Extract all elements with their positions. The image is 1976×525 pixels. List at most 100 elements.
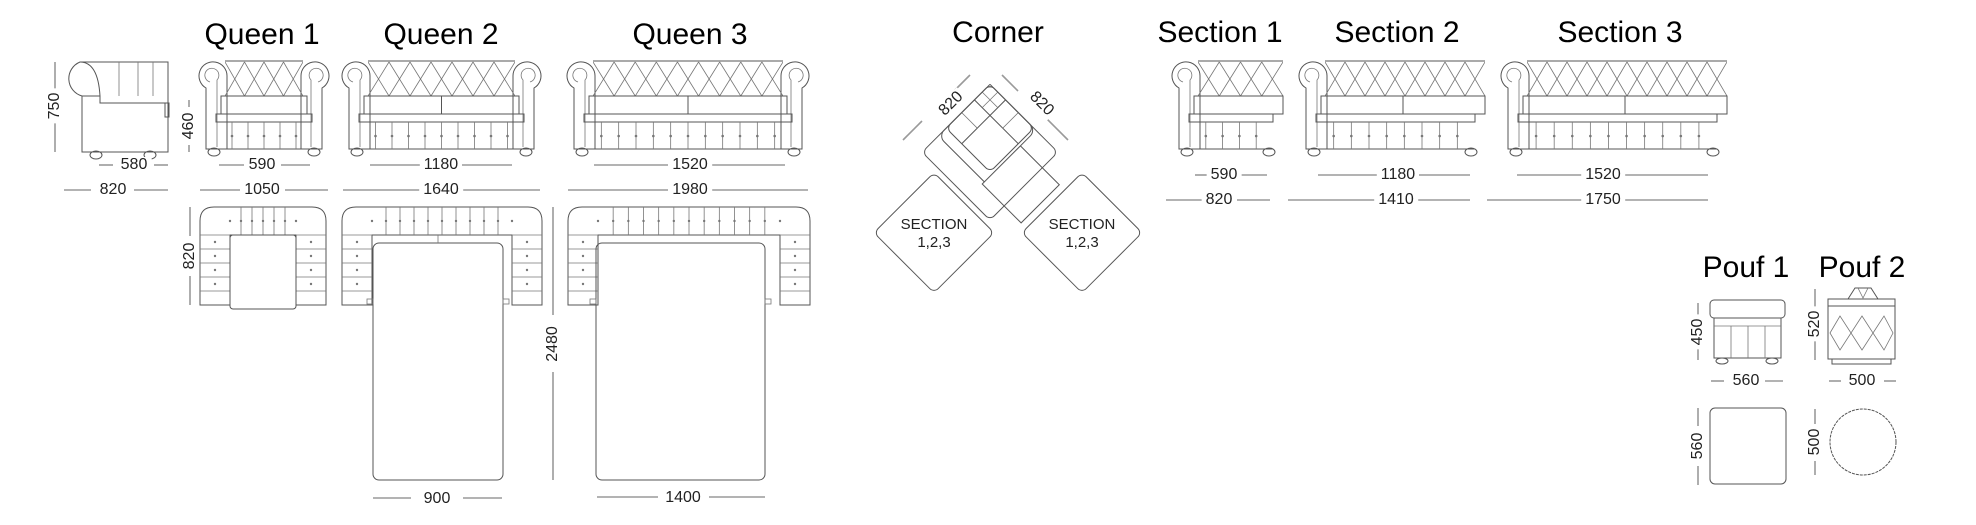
arm-left bbox=[341, 61, 371, 150]
queen2-top-view bbox=[341, 206, 543, 481]
foot bbox=[1307, 147, 1321, 157]
dim-section1-inner: 590 bbox=[1206, 167, 1242, 183]
dim-pouf2-width: 500 bbox=[1844, 373, 1880, 389]
tufting bbox=[1198, 61, 1283, 97]
queen3-top-view bbox=[567, 206, 811, 481]
dim-pouf2-height: 520 bbox=[1806, 306, 1823, 342]
corner-section-label-left: SECTION 1,2,3 bbox=[900, 216, 968, 251]
foot bbox=[787, 147, 801, 157]
dim-pouf1-width: 560 bbox=[1728, 373, 1764, 389]
pouf2-front-view bbox=[1827, 287, 1896, 365]
front-rail bbox=[358, 113, 525, 123]
title-section2: Section 2 bbox=[1334, 16, 1460, 49]
front-rail bbox=[1188, 113, 1274, 123]
seat-cushion bbox=[220, 95, 308, 115]
dim-side-depth: 820 bbox=[95, 182, 131, 198]
section2-front-view bbox=[1298, 60, 1486, 157]
arm-right bbox=[300, 61, 330, 150]
corner-section-right bbox=[1023, 174, 1141, 291]
dim-section3-overall: 1750 bbox=[1581, 192, 1625, 208]
side-view-chair bbox=[68, 61, 170, 160]
dimension-line-corner-b bbox=[1001, 74, 1069, 141]
queen3-front-view bbox=[566, 60, 810, 157]
dim-queen3-inner: 1520 bbox=[668, 157, 712, 173]
title-queen2: Queen 2 bbox=[383, 18, 499, 51]
tufting bbox=[1527, 61, 1727, 97]
dim-section2-inner: 1180 bbox=[1376, 167, 1420, 183]
dim-pouf1-depth: 560 bbox=[1689, 428, 1706, 464]
dim-queen2-bed: 900 bbox=[419, 491, 455, 507]
foot bbox=[519, 147, 533, 157]
top-views bbox=[199, 206, 811, 481]
sofa-outline bbox=[567, 206, 811, 306]
pouf2-top-view bbox=[1829, 408, 1897, 476]
title-pouf1: Pouf 1 bbox=[1702, 251, 1790, 284]
tufting bbox=[225, 61, 303, 97]
pouf1-front-view bbox=[1709, 299, 1786, 365]
dimension-line-side-depth bbox=[64, 164, 168, 191]
front-rail bbox=[215, 113, 313, 123]
seat bbox=[229, 234, 297, 310]
front-rail bbox=[1517, 113, 1718, 123]
title-queen3: Queen 3 bbox=[632, 18, 748, 51]
front-rail bbox=[583, 113, 793, 123]
title-pouf2: Pouf 2 bbox=[1818, 251, 1906, 284]
bed-mattress bbox=[372, 242, 504, 481]
tufting bbox=[368, 61, 515, 97]
tufting bbox=[1325, 61, 1485, 97]
seat-cushion bbox=[1193, 95, 1284, 115]
front-rail bbox=[1315, 113, 1476, 123]
corner-section-left bbox=[875, 174, 993, 291]
front-views bbox=[198, 60, 1728, 201]
arm-left bbox=[1298, 61, 1328, 150]
dim-pouf2-diameter: 500 bbox=[1806, 424, 1823, 460]
title-section1: Section 1 bbox=[1157, 16, 1283, 49]
dim-queen1-depth: 820 bbox=[181, 238, 198, 274]
dim-queen1-inner: 590 bbox=[244, 157, 280, 173]
corner-unit bbox=[924, 83, 1061, 224]
dim-pouf1-height: 450 bbox=[1689, 314, 1706, 350]
bed-mattress bbox=[595, 242, 766, 481]
dim-queen1-overall: 1050 bbox=[240, 182, 284, 198]
dim-bed-length: 2480 bbox=[544, 322, 561, 366]
foot bbox=[1706, 147, 1720, 157]
dim-section3-inner: 1520 bbox=[1581, 167, 1625, 183]
dimension-lines-pouf bbox=[1697, 289, 1896, 485]
foot bbox=[350, 147, 364, 157]
dim-seat-depth: 580 bbox=[116, 157, 152, 173]
section3-front-view bbox=[1500, 60, 1728, 157]
foot bbox=[1464, 147, 1478, 157]
arm-right bbox=[780, 61, 810, 150]
tufting bbox=[593, 61, 783, 97]
dim-queen3-bed: 1400 bbox=[661, 490, 705, 506]
pouf1-top-view bbox=[1709, 407, 1787, 485]
title-section3: Section 3 bbox=[1557, 16, 1683, 49]
foot bbox=[1180, 147, 1194, 157]
queen1-front-view bbox=[198, 60, 330, 157]
foot bbox=[307, 147, 321, 157]
arm-left bbox=[1171, 61, 1201, 150]
dim-section2-overall: 1410 bbox=[1374, 192, 1418, 208]
arm-left bbox=[198, 61, 228, 150]
section1-front-view bbox=[1171, 60, 1284, 157]
dim-seat-height: 460 bbox=[180, 108, 197, 144]
arm-left bbox=[566, 61, 596, 150]
dim-queen3-overall: 1980 bbox=[668, 182, 712, 198]
sofa-outline bbox=[199, 206, 327, 306]
foot bbox=[1509, 147, 1523, 157]
queen1-top-view bbox=[199, 206, 327, 310]
title-corner: Corner bbox=[952, 16, 1044, 49]
arm-right bbox=[512, 61, 542, 150]
dim-section1-overall: 820 bbox=[1201, 192, 1237, 208]
dim-queen2-inner: 1180 bbox=[419, 157, 463, 173]
corner-section-label-right: SECTION 1,2,3 bbox=[1048, 216, 1116, 251]
foot bbox=[207, 147, 221, 157]
dim-side-height: 750 bbox=[46, 88, 63, 124]
foot bbox=[575, 147, 589, 157]
arm-left bbox=[1500, 61, 1530, 150]
queen2-front-view bbox=[341, 60, 542, 157]
sofa-outline bbox=[341, 206, 543, 306]
dim-queen2-overall: 1640 bbox=[419, 182, 463, 198]
title-queen1: Queen 1 bbox=[204, 18, 320, 51]
